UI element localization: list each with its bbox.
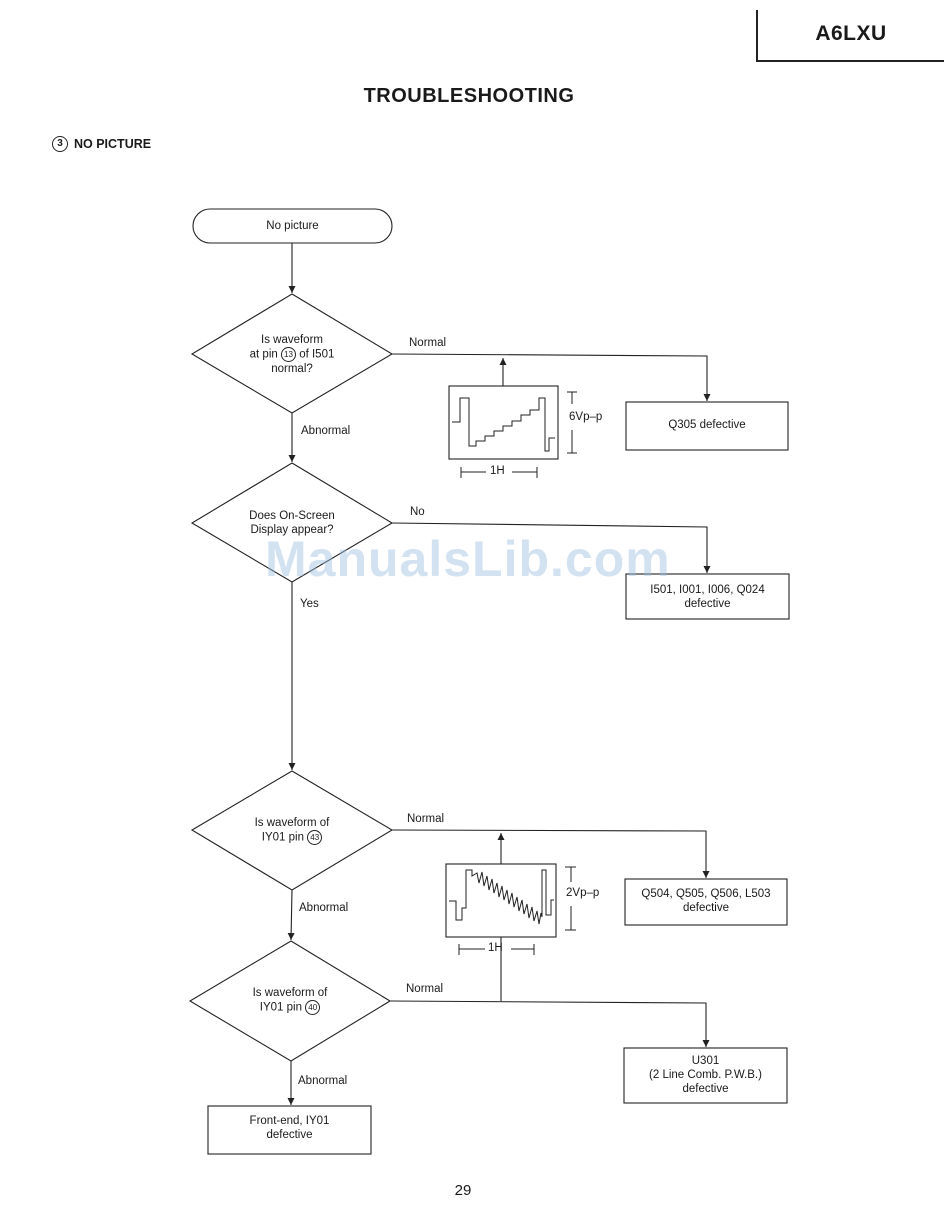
edge-label-abnormal: Abnormal xyxy=(301,425,351,437)
edge-label-normal: Normal xyxy=(409,337,447,349)
waveform-1-trace xyxy=(452,397,555,452)
edge-label-normal: Normal xyxy=(407,813,445,825)
waveform-2-amplitude: 2Vp–p xyxy=(566,887,600,899)
page-number: 29 xyxy=(454,1182,472,1199)
edge-label-normal: Normal xyxy=(406,983,444,995)
pin-43-badge: 43 xyxy=(307,830,323,845)
waveform-2-period: 1H xyxy=(488,942,503,954)
result-box-3 xyxy=(624,878,788,926)
model-number: A6LXU xyxy=(815,22,887,45)
waveform-2-frame xyxy=(445,863,557,938)
result-5-label: Front-end, IY01 defective xyxy=(249,1115,330,1141)
connector xyxy=(391,522,711,573)
decision-3-label: Is waveform of IY01 pin 43 xyxy=(254,817,330,845)
result-4-label: U301 (2 Line Comb. P.W.B.) defective xyxy=(649,1055,762,1095)
page-title: TROUBLESHOOTING xyxy=(363,85,575,107)
decision-2-label: Does On-Screen Display appear? xyxy=(249,510,335,536)
waveform-1-frame xyxy=(448,385,559,460)
result-box-5 xyxy=(207,1105,372,1155)
pin-40-badge: 40 xyxy=(305,1000,321,1015)
waveform-1-amplitude: 6Vp–p xyxy=(569,411,603,423)
waveform-2-trace xyxy=(449,869,554,925)
connector xyxy=(391,353,711,401)
edge-label-abnormal: Abnormal xyxy=(299,902,349,914)
waveform-1-period: 1H xyxy=(490,465,505,477)
section-heading: 3 NO PICTURE xyxy=(52,136,151,152)
edge-label-yes: Yes xyxy=(300,598,319,610)
result-1-label: Q305 defective xyxy=(668,419,746,431)
edge-label-abnormal: Abnormal xyxy=(298,1075,348,1087)
model-box: A6LXU xyxy=(756,10,944,62)
decision-4-label: Is waveform of IY01 pin 40 xyxy=(252,987,328,1015)
edge-label-no: No xyxy=(410,506,425,518)
result-box-1 xyxy=(625,401,789,451)
section-number: 3 xyxy=(52,136,68,152)
pin-13-badge: 13 xyxy=(280,347,296,362)
connector xyxy=(389,1000,710,1047)
start-node-label: No picture xyxy=(266,220,319,232)
connector xyxy=(391,829,710,878)
decision-1-label: Is waveform at pin 13 of I501 normal? xyxy=(249,334,335,375)
connector xyxy=(287,889,295,941)
section-title: NO PICTURE xyxy=(74,137,152,151)
result-3-label: Q504, Q505, Q506, L503 defective xyxy=(641,888,771,914)
watermark: ManualsLib.com xyxy=(265,531,671,587)
result-box-4 xyxy=(623,1047,788,1104)
result-2-label: I501, I001, I006, Q024 defective xyxy=(650,584,765,610)
result-box-2 xyxy=(625,573,790,620)
